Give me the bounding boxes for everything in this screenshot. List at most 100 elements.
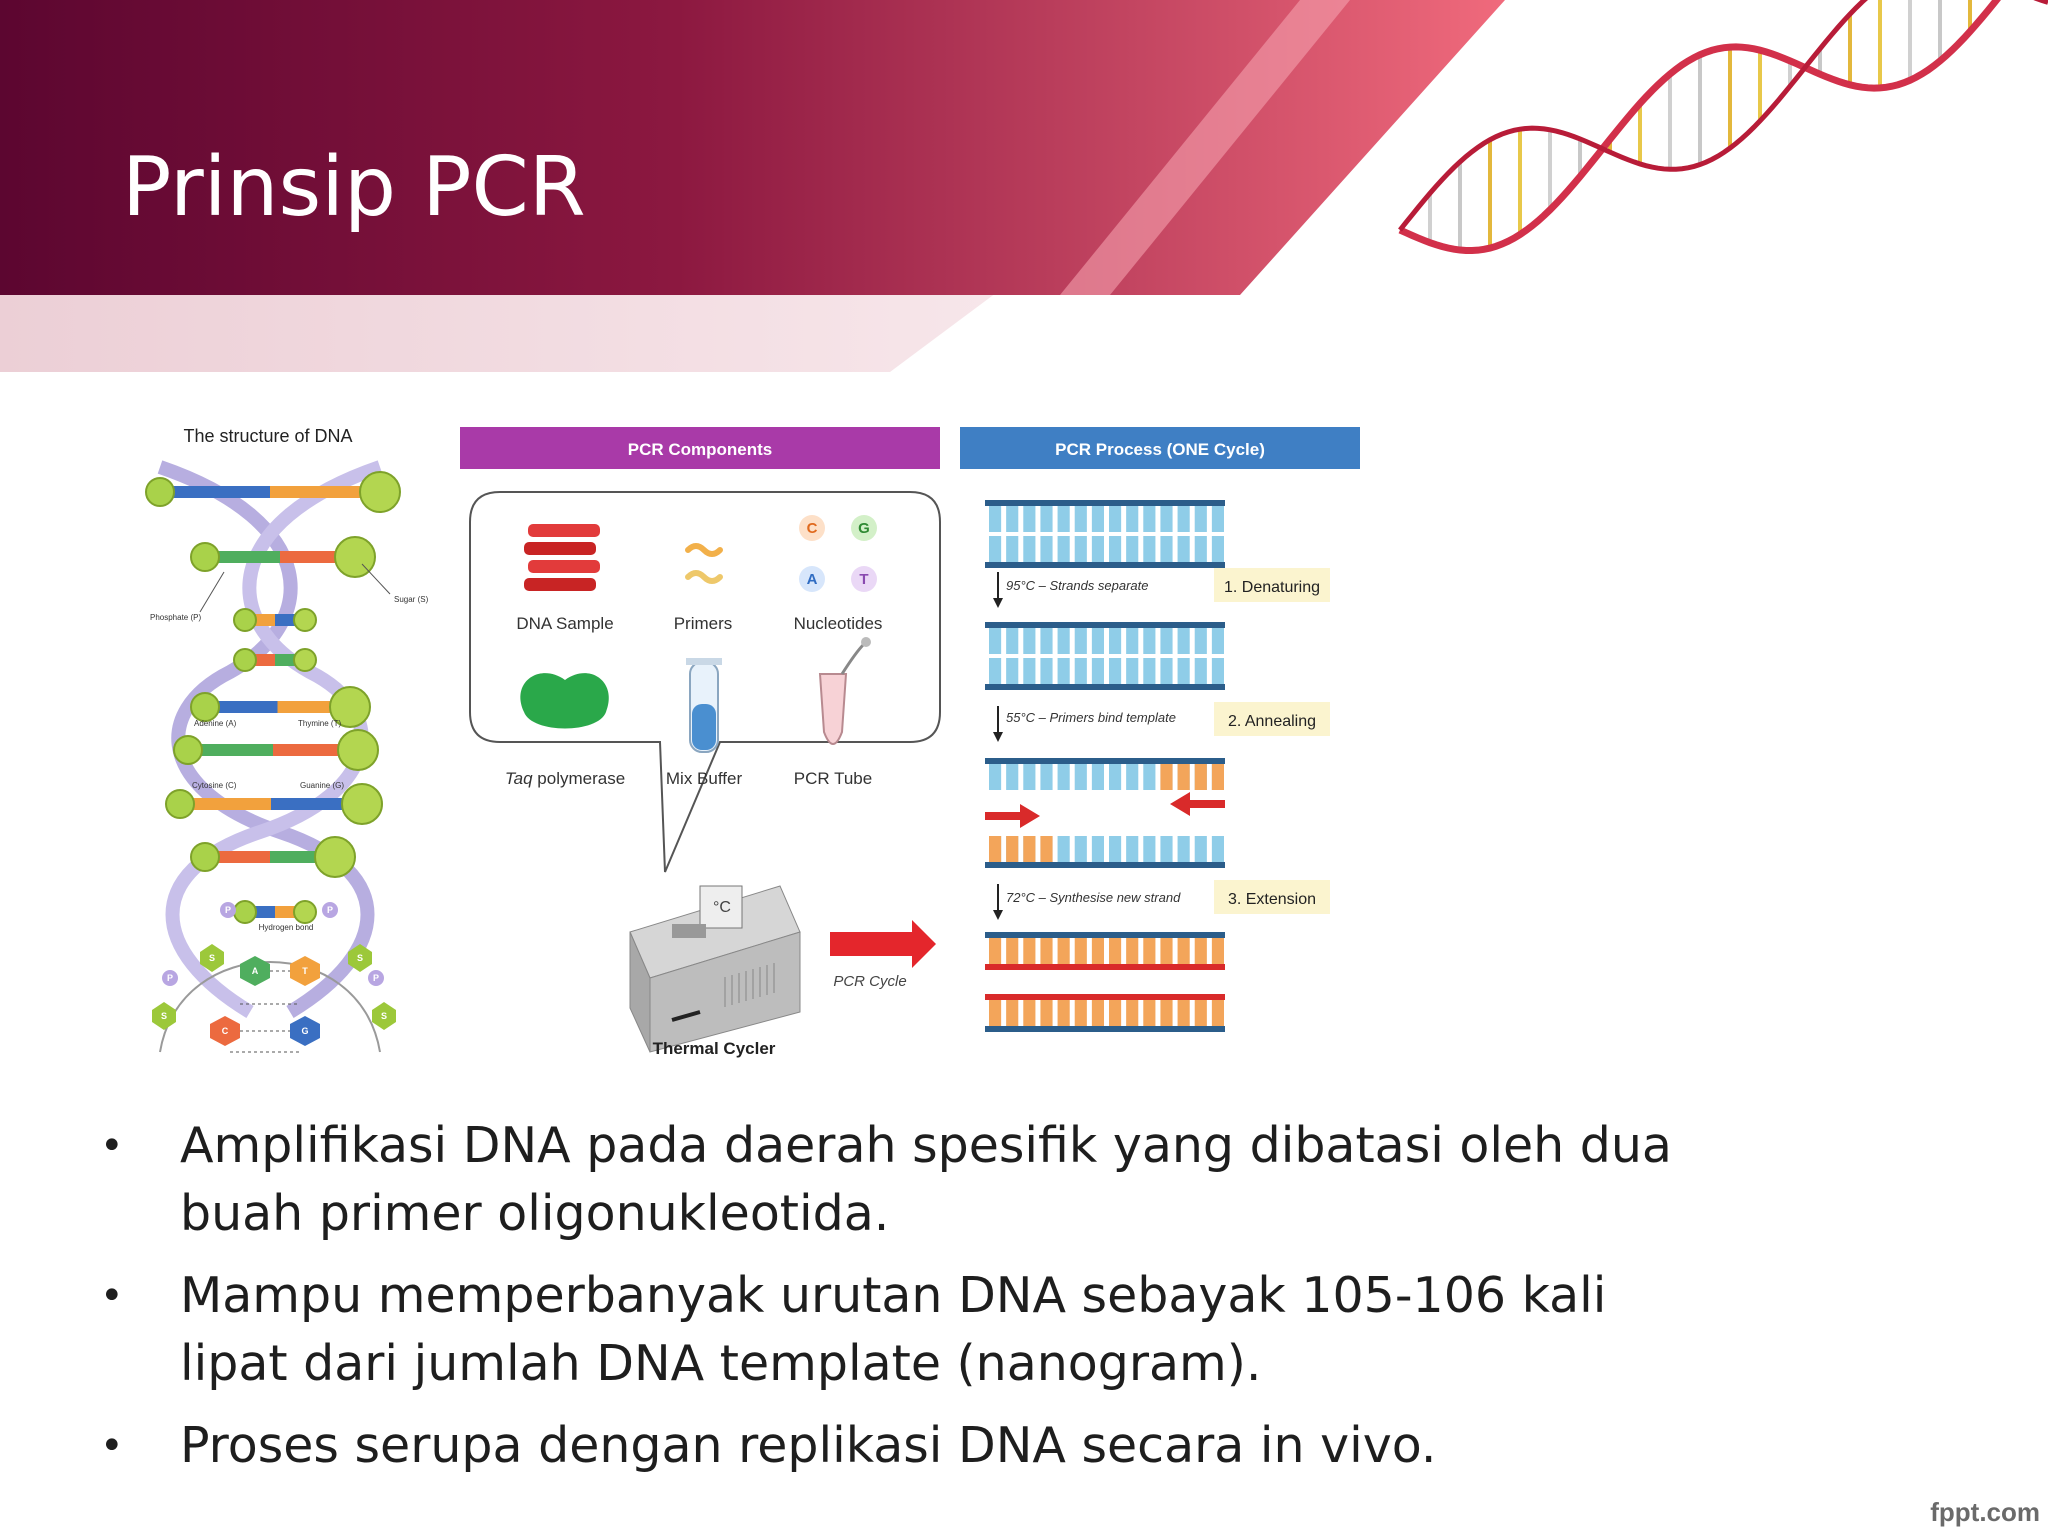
note-denaturing: 95°C – Strands separate bbox=[1006, 578, 1149, 593]
strand-base bbox=[1057, 658, 1070, 684]
components-header-bar bbox=[460, 427, 940, 469]
strand-base bbox=[1160, 764, 1173, 790]
strand-base bbox=[1211, 836, 1224, 862]
badge-extension-bg bbox=[1214, 880, 1330, 914]
strand-base bbox=[1160, 536, 1173, 562]
strand-base bbox=[1143, 536, 1156, 562]
strand-base bbox=[1057, 1000, 1070, 1026]
sugar-node bbox=[173, 735, 203, 765]
strand-base bbox=[1194, 628, 1207, 654]
letter-s: S bbox=[357, 953, 363, 963]
base-left bbox=[205, 551, 280, 563]
letter-s: S bbox=[381, 1011, 387, 1021]
strand-base bbox=[1074, 1000, 1087, 1026]
strand-base bbox=[1023, 764, 1036, 790]
letter-t: T bbox=[302, 966, 308, 976]
strand-base bbox=[1109, 764, 1122, 790]
process-header: PCR Process (ONE Cycle) bbox=[1055, 440, 1265, 459]
pcr-components-panel: PCR Components DNA Sample Primers bbox=[460, 427, 941, 1058]
strand-base bbox=[1143, 1000, 1156, 1026]
sugar-node bbox=[233, 900, 257, 924]
strand-base bbox=[1109, 1000, 1122, 1026]
strand-base bbox=[1091, 628, 1104, 654]
strand-base bbox=[1091, 1000, 1104, 1026]
strand-base bbox=[1177, 628, 1190, 654]
strand-base bbox=[1177, 658, 1190, 684]
strand-base bbox=[1160, 658, 1173, 684]
strand-base bbox=[1040, 1000, 1053, 1026]
node-p bbox=[322, 902, 338, 918]
note-annealing: 55°C – Primers bind template bbox=[1006, 710, 1176, 725]
strand-base bbox=[989, 658, 1002, 684]
header-pink-stripe bbox=[1060, 0, 1350, 295]
strand-base bbox=[1194, 836, 1207, 862]
label-taq-polymerase: Taq polymerase bbox=[505, 769, 625, 788]
step-arrowhead bbox=[993, 598, 1003, 608]
strand-base bbox=[1160, 938, 1173, 964]
note-extension: 72°C – Synthesise new strand bbox=[1006, 890, 1181, 905]
strand-base bbox=[1194, 536, 1207, 562]
base-left bbox=[188, 744, 273, 756]
strand-base bbox=[1194, 938, 1207, 964]
letter-s: S bbox=[161, 1011, 167, 1021]
letter-g: G bbox=[301, 1026, 308, 1036]
node-p bbox=[220, 902, 236, 918]
node-s bbox=[372, 1002, 396, 1030]
strand-base bbox=[1211, 658, 1224, 684]
sugar-node bbox=[190, 842, 220, 872]
strand-base bbox=[1040, 836, 1053, 862]
process-strands bbox=[985, 500, 1225, 1032]
letter-c: C bbox=[222, 1026, 229, 1036]
letter-p: P bbox=[225, 905, 231, 915]
letter-p: P bbox=[373, 973, 379, 983]
strand-base bbox=[1177, 938, 1190, 964]
strand-base bbox=[1126, 764, 1139, 790]
strand-base bbox=[1006, 628, 1019, 654]
strand-base bbox=[1126, 506, 1139, 532]
strand-base bbox=[1126, 938, 1139, 964]
pcr-tube-icon bbox=[818, 637, 871, 745]
letter-p: P bbox=[167, 973, 173, 983]
strand-base bbox=[1143, 938, 1156, 964]
components-header: PCR Components bbox=[628, 440, 773, 459]
bullet-text: Amplifikasi DNA pada daerah spesifik yan… bbox=[180, 1117, 1672, 1242]
nucleotide-g: G bbox=[858, 520, 870, 537]
strand-base bbox=[1211, 628, 1224, 654]
strand-base bbox=[1040, 506, 1053, 532]
header-band bbox=[0, 0, 2048, 372]
strand-base bbox=[1040, 536, 1053, 562]
node-c bbox=[210, 1016, 240, 1046]
strand-base bbox=[1177, 764, 1190, 790]
degree-symbol: °C bbox=[713, 899, 731, 916]
strand-base bbox=[1091, 938, 1104, 964]
strand-base bbox=[1074, 536, 1087, 562]
letter-s: S bbox=[209, 953, 215, 963]
strand-base bbox=[1126, 628, 1139, 654]
strand-base bbox=[1074, 764, 1087, 790]
strand-base bbox=[1177, 836, 1190, 862]
sugar-node bbox=[165, 789, 195, 819]
bullet-text: Proses serupa dengan replikasi DNA secar… bbox=[180, 1417, 1437, 1474]
strand-base bbox=[1057, 506, 1070, 532]
bullet-dot-icon: • bbox=[100, 1423, 124, 1469]
strand-backbone bbox=[985, 994, 1225, 1000]
sugar-node bbox=[359, 471, 401, 513]
label-thymine: Thymine (T) bbox=[298, 719, 341, 728]
strand-base bbox=[1109, 536, 1122, 562]
molecule-nodes: P P P P S S S S A T C G bbox=[152, 902, 396, 1053]
strand-base bbox=[1057, 628, 1070, 654]
strand-base bbox=[1057, 836, 1070, 862]
strand-base bbox=[1177, 506, 1190, 532]
base-left bbox=[180, 798, 271, 810]
primer-arrow bbox=[1170, 792, 1225, 816]
strand-base bbox=[1057, 764, 1070, 790]
strand-base bbox=[1023, 1000, 1036, 1026]
strand-base bbox=[1126, 658, 1139, 684]
dna-structure-title: The structure of DNA bbox=[183, 426, 352, 446]
badge-denaturing-bg bbox=[1214, 568, 1330, 602]
strand-base bbox=[1040, 764, 1053, 790]
sugar-node bbox=[293, 900, 317, 924]
base-right bbox=[270, 486, 380, 498]
pcr-cycle-arrow bbox=[830, 920, 936, 968]
